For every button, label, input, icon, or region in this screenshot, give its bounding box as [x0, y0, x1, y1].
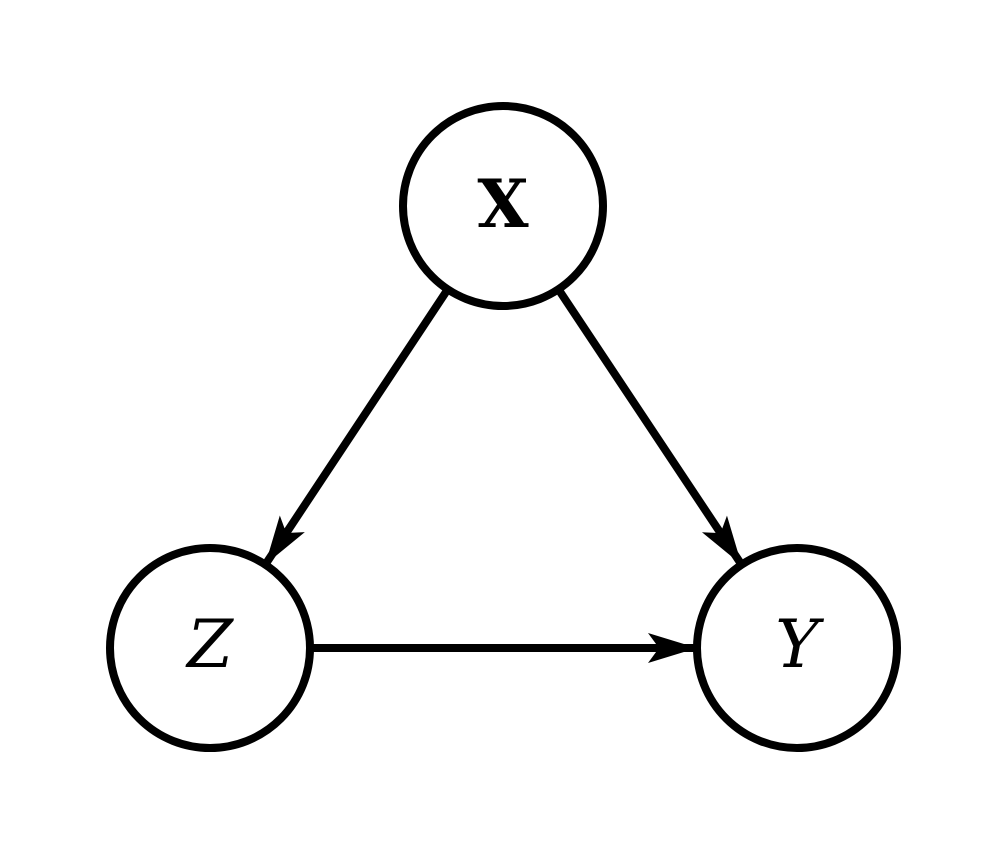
node-Y-circle	[693, 544, 901, 752]
edge-X-to-Z	[261, 287, 452, 567]
node-Z-label: Z	[185, 606, 234, 683]
edge-X-to-Y	[555, 287, 745, 567]
nodes-layer: X Z Y	[106, 102, 901, 752]
edges-layer	[261, 287, 745, 663]
node-X-circle	[399, 102, 607, 310]
node-Z-circle	[106, 544, 314, 752]
node-Y: Y	[693, 544, 901, 752]
node-X-label: X	[477, 165, 529, 243]
node-Y-label: Y	[775, 606, 824, 683]
node-Z: Z	[106, 544, 314, 752]
node-X: X	[399, 102, 607, 310]
